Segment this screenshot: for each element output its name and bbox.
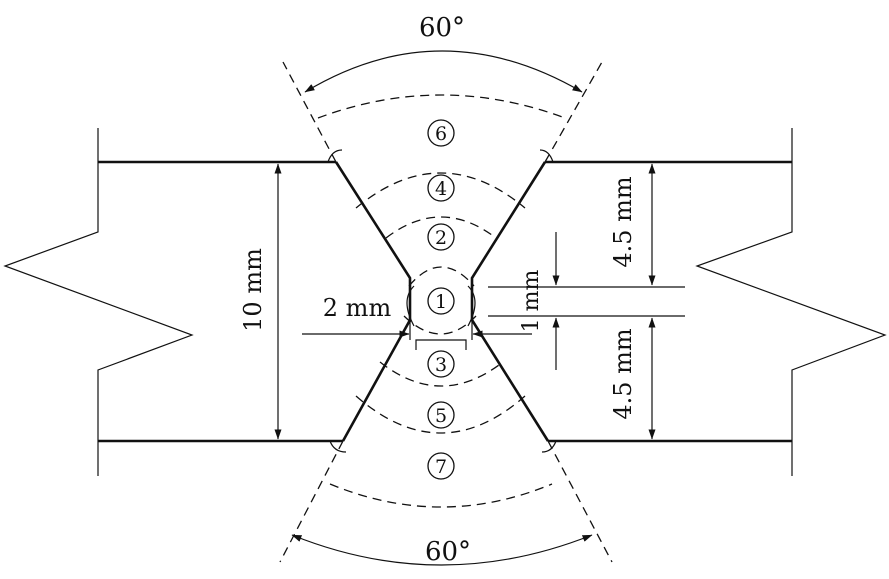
bevel-extension-bottom-right (547, 440, 613, 563)
root-gap-label: 2 mm (323, 294, 392, 322)
angle-label-top: 60° (419, 13, 465, 43)
pass-7-marker: 7 (427, 452, 455, 480)
pass-6-marker: 6 (427, 119, 455, 147)
root-arc-left (406, 285, 415, 327)
pass-boundary-arc-bottom-4 (329, 483, 553, 508)
pass-4-label: 4 (435, 178, 447, 200)
pass-5-label: 5 (435, 405, 447, 427)
pass-boundary-arc-top-1 (408, 266, 475, 287)
right-break-line (695, 128, 887, 476)
corner-arc-top-right (539, 149, 554, 163)
left-break-line (3, 128, 194, 476)
pass-boundary-arc-top-4 (317, 94, 566, 119)
angle-label-bottom: 60° (425, 537, 471, 567)
pass-1-marker: 1 (427, 287, 455, 315)
left-plate-outline (98, 160, 343, 443)
corner-arc-bottom-left (329, 440, 347, 453)
corner-arc-top-left (327, 149, 343, 163)
bevel-extension-top-right (544, 61, 603, 163)
pass-1-label: 1 (435, 291, 447, 313)
pass-5-marker: 5 (427, 401, 455, 429)
pass-3-label: 3 (435, 354, 447, 376)
root-face-label: 1 mm (519, 270, 544, 333)
pass-boundary-arc-top-3 (355, 172, 526, 209)
upper-depth-label: 4.5 mm (609, 176, 637, 268)
lower-depth-label: 4.5 mm (609, 328, 637, 420)
pass-7-label: 7 (435, 456, 447, 478)
pass-boundary-arc-bottom-3 (355, 395, 526, 434)
pass-3-marker: 3 (427, 350, 455, 378)
groove-right-edge (470, 161, 550, 442)
bevel-extension-bottom-left (279, 440, 344, 563)
root-pass-bracket (415, 339, 467, 350)
pass-2-label: 2 (435, 227, 447, 249)
thickness-label: 10 mm (239, 248, 267, 332)
bevel-extension-top-left (282, 61, 337, 163)
angle-arc-top (304, 50, 583, 93)
groove-left-edge (334, 161, 412, 442)
right-plate-outline (545, 160, 792, 443)
pass-2-marker: 2 (427, 223, 455, 251)
corner-arc-bottom-right (541, 440, 557, 453)
pass-boundary-arc-top-2 (385, 216, 497, 239)
angle-arc-bottom (291, 534, 593, 566)
pass-boundary-arc-bottom-2 (379, 361, 504, 387)
root-arc-right (467, 285, 476, 327)
pass-6-label: 6 (435, 123, 447, 145)
pass-4-marker: 4 (427, 174, 455, 202)
pass-boundary-arc-bottom-1 (403, 315, 477, 335)
